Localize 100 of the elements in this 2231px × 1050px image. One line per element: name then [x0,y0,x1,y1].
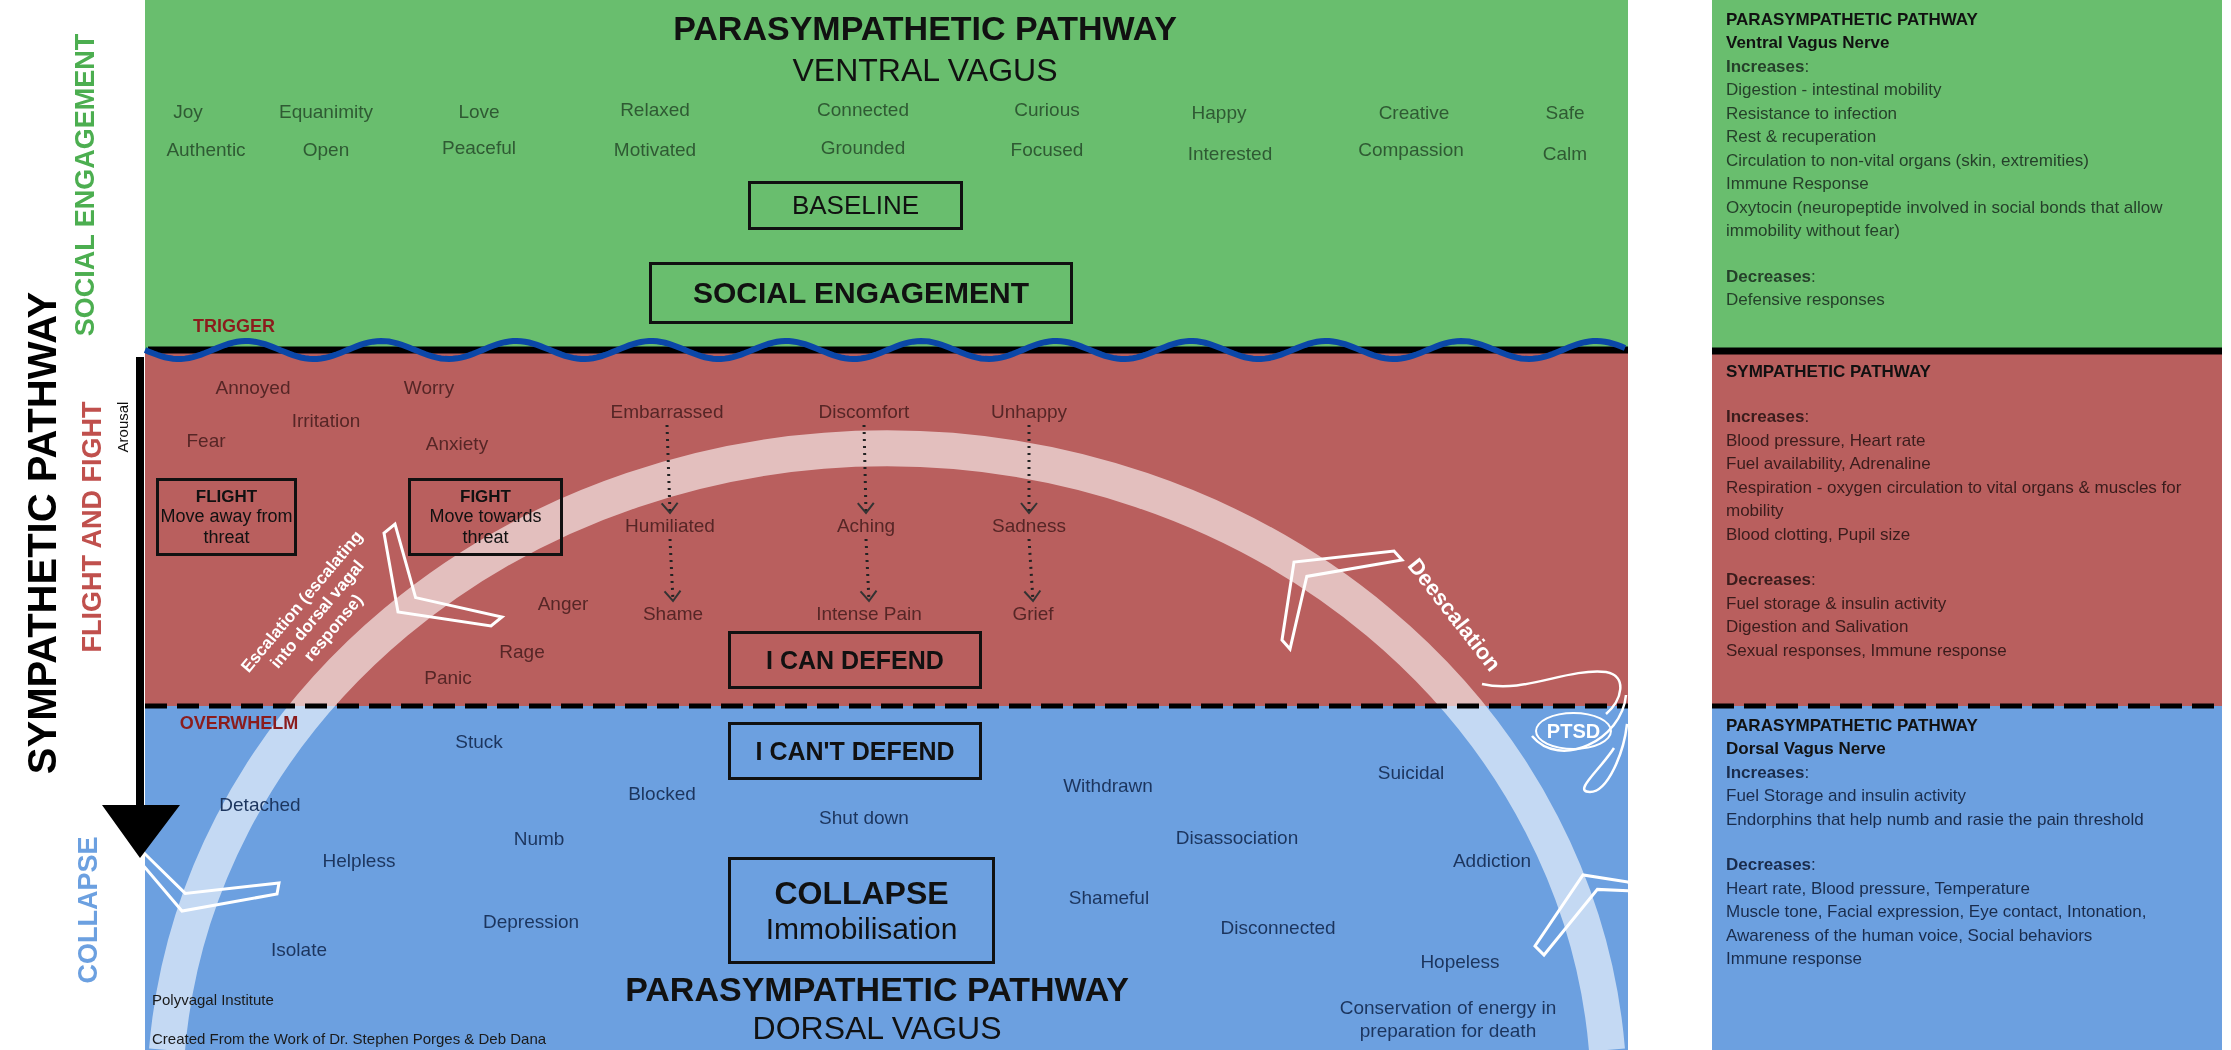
box-text: Immobilisation [765,911,958,947]
panel-text: Rest & recuperation [1726,126,1878,149]
dotted-arrow [1020,425,1038,514]
emotion-word: Intense Pain [816,603,922,625]
emotion-word: Rage [499,641,545,663]
emotion-word: Anxiety [425,433,489,455]
state-box [728,857,995,964]
panel-text: Heart rate, Blood pressure, Temperature [1726,877,2031,900]
emotion-word: Unhappy [990,401,1068,423]
emotion-word: Worry [403,377,455,399]
emotion-word: Shameful [1068,887,1150,909]
emotion-word: Blocked [628,783,696,805]
zone-subtitle: DORSAL VAGUS [752,1009,1002,1047]
emotion-word: Calm [1542,143,1588,165]
dotted-arrow [660,424,679,514]
emotion-word: Stuck [455,731,503,753]
emotion-word: Authentic [166,139,246,161]
panel-text: Fuel storage & insulin activity [1726,592,1948,615]
ptsd-oval: PTSD [1535,712,1612,750]
emotion-word: Focused [1010,139,1084,161]
panel-heading: Dorsal Vagus Nerve [1726,738,1887,761]
zone-title: PARASYMPATHETIC PATHWAY [625,969,1129,1009]
emotion-word: Happy [1191,102,1247,124]
panel-text: Defensive responses [1726,289,1886,311]
emotion-word: Withdrawn [1063,775,1153,797]
side-title: SYMPATHETIC PATHWAY [19,291,65,775]
panel-heading: PARASYMPATHETIC PATHWAY [1726,9,1979,31]
panel-text: Oxytocin (neuropeptide involved in social bonds that allow immobility without fear) [1726,196,2164,243]
panel-text: Decreases: [1726,854,1817,877]
info-panel [1712,352,2222,706]
emotion-word: Creative [1378,102,1450,124]
emotion-word: Detached [219,794,301,816]
credit-text: Created From the Work of Dr. Stephen Porges & Deb Dana [152,1029,547,1047]
emotion-word: Hopeless [1420,951,1500,973]
box-title: COLLAPSE [774,874,949,912]
dotted-arrow [1023,538,1042,602]
state-box: SOCIAL ENGAGEMENT [649,262,1073,324]
panel-text: Immune response [1726,948,1864,971]
panel-text: Respiration - oxygen circulation to vital organs & muscles for mobility [1726,476,2183,523]
panel-text: Circulation to non-vital organs (skin, extremities) [1726,149,2090,172]
panel-text: Increases: [1726,761,1811,784]
emotion-word: Shut down [819,807,909,829]
panel-text: Immune Response [1726,173,1870,196]
threshold-label: TRIGGER [193,315,275,337]
emotion-word: Humiliated [625,515,715,537]
panel-text: Blood clotting, Pupil size [1726,523,1912,546]
emotion-word: Embarrassed [610,401,724,423]
state-box: I CAN DEFEND [728,631,982,689]
emotion-word: Helpless [322,850,396,872]
emotion-word: Isolate [271,939,327,961]
emotion-word: Grief [1012,603,1054,625]
dotted-arrow [856,424,875,514]
zone-subtitle: VENTRAL VAGUS [792,51,1058,89]
info-panel [1712,706,2222,1050]
panel-heading: PARASYMPATHETIC PATHWAY [1726,715,1979,737]
emotion-word: Discomfort [818,401,910,423]
zone-band [145,706,1628,1050]
emotion-word: Suicidal [1377,762,1445,784]
emotion-word: Sadness [992,515,1066,537]
emotion-word: Relaxed [620,99,690,121]
credit-text: Polyvagal Institute [152,990,274,1008]
emotion-word: Fear [186,430,226,452]
panel-heading: SYMPATHETIC PATHWAY [1726,361,1932,383]
zone-label: FLIGHT AND FIGHT [76,401,108,653]
emotion-word: Open [302,139,350,161]
emotion-word: Disassociation [1175,827,1299,849]
info-panel [1712,0,2222,350]
threshold-label: OVERWHELM [179,712,299,734]
emotion-word: Aching [836,515,896,537]
emotion-word: Conservation of energy in preparation for death [1338,997,1558,1043]
panel-text: Blood pressure, Heart rate [1726,429,1927,452]
emotion-word: Depression [482,911,580,933]
emotion-word: Peaceful [442,137,516,159]
emotion-word: Shame [642,603,704,625]
panel-text: Fuel availability, Adrenaline [1726,453,1932,476]
emotion-word: Disconnected [1220,917,1336,939]
state-box: I CAN'T DEFEND [728,722,982,780]
panel-text: Decreases: [1726,265,1817,288]
zone-label: COLLAPSE [72,836,104,984]
emotion-word: Addiction [1452,850,1532,872]
panel-text: Increases: [1726,55,1811,78]
box-text: Move away from threat [159,506,294,548]
emotion-word: Curious [1014,99,1080,121]
box-title: FIGHT [460,486,511,507]
state-box [156,478,297,556]
zone-band [145,0,1628,350]
emotion-word: Equanimity [279,101,373,123]
zone-label: SOCIAL ENGAGEMENT [69,33,101,337]
emotion-word: Panic [424,667,472,689]
emotion-word: Love [458,101,500,123]
panel-text: Digestion - intestinal mobility [1726,79,1943,102]
panel-text: Digestion and Salivation [1726,616,1910,639]
state-box: BASELINE [748,181,963,230]
axis-label: Arousal [113,401,131,453]
zone-band [145,350,1628,706]
emotion-word: Grounded [820,137,906,159]
emotion-word: Annoyed [215,377,291,399]
emotion-word: Compassion [1358,139,1464,161]
zone-title: PARASYMPATHETIC PATHWAY [673,8,1177,48]
dotted-arrow [859,538,878,602]
